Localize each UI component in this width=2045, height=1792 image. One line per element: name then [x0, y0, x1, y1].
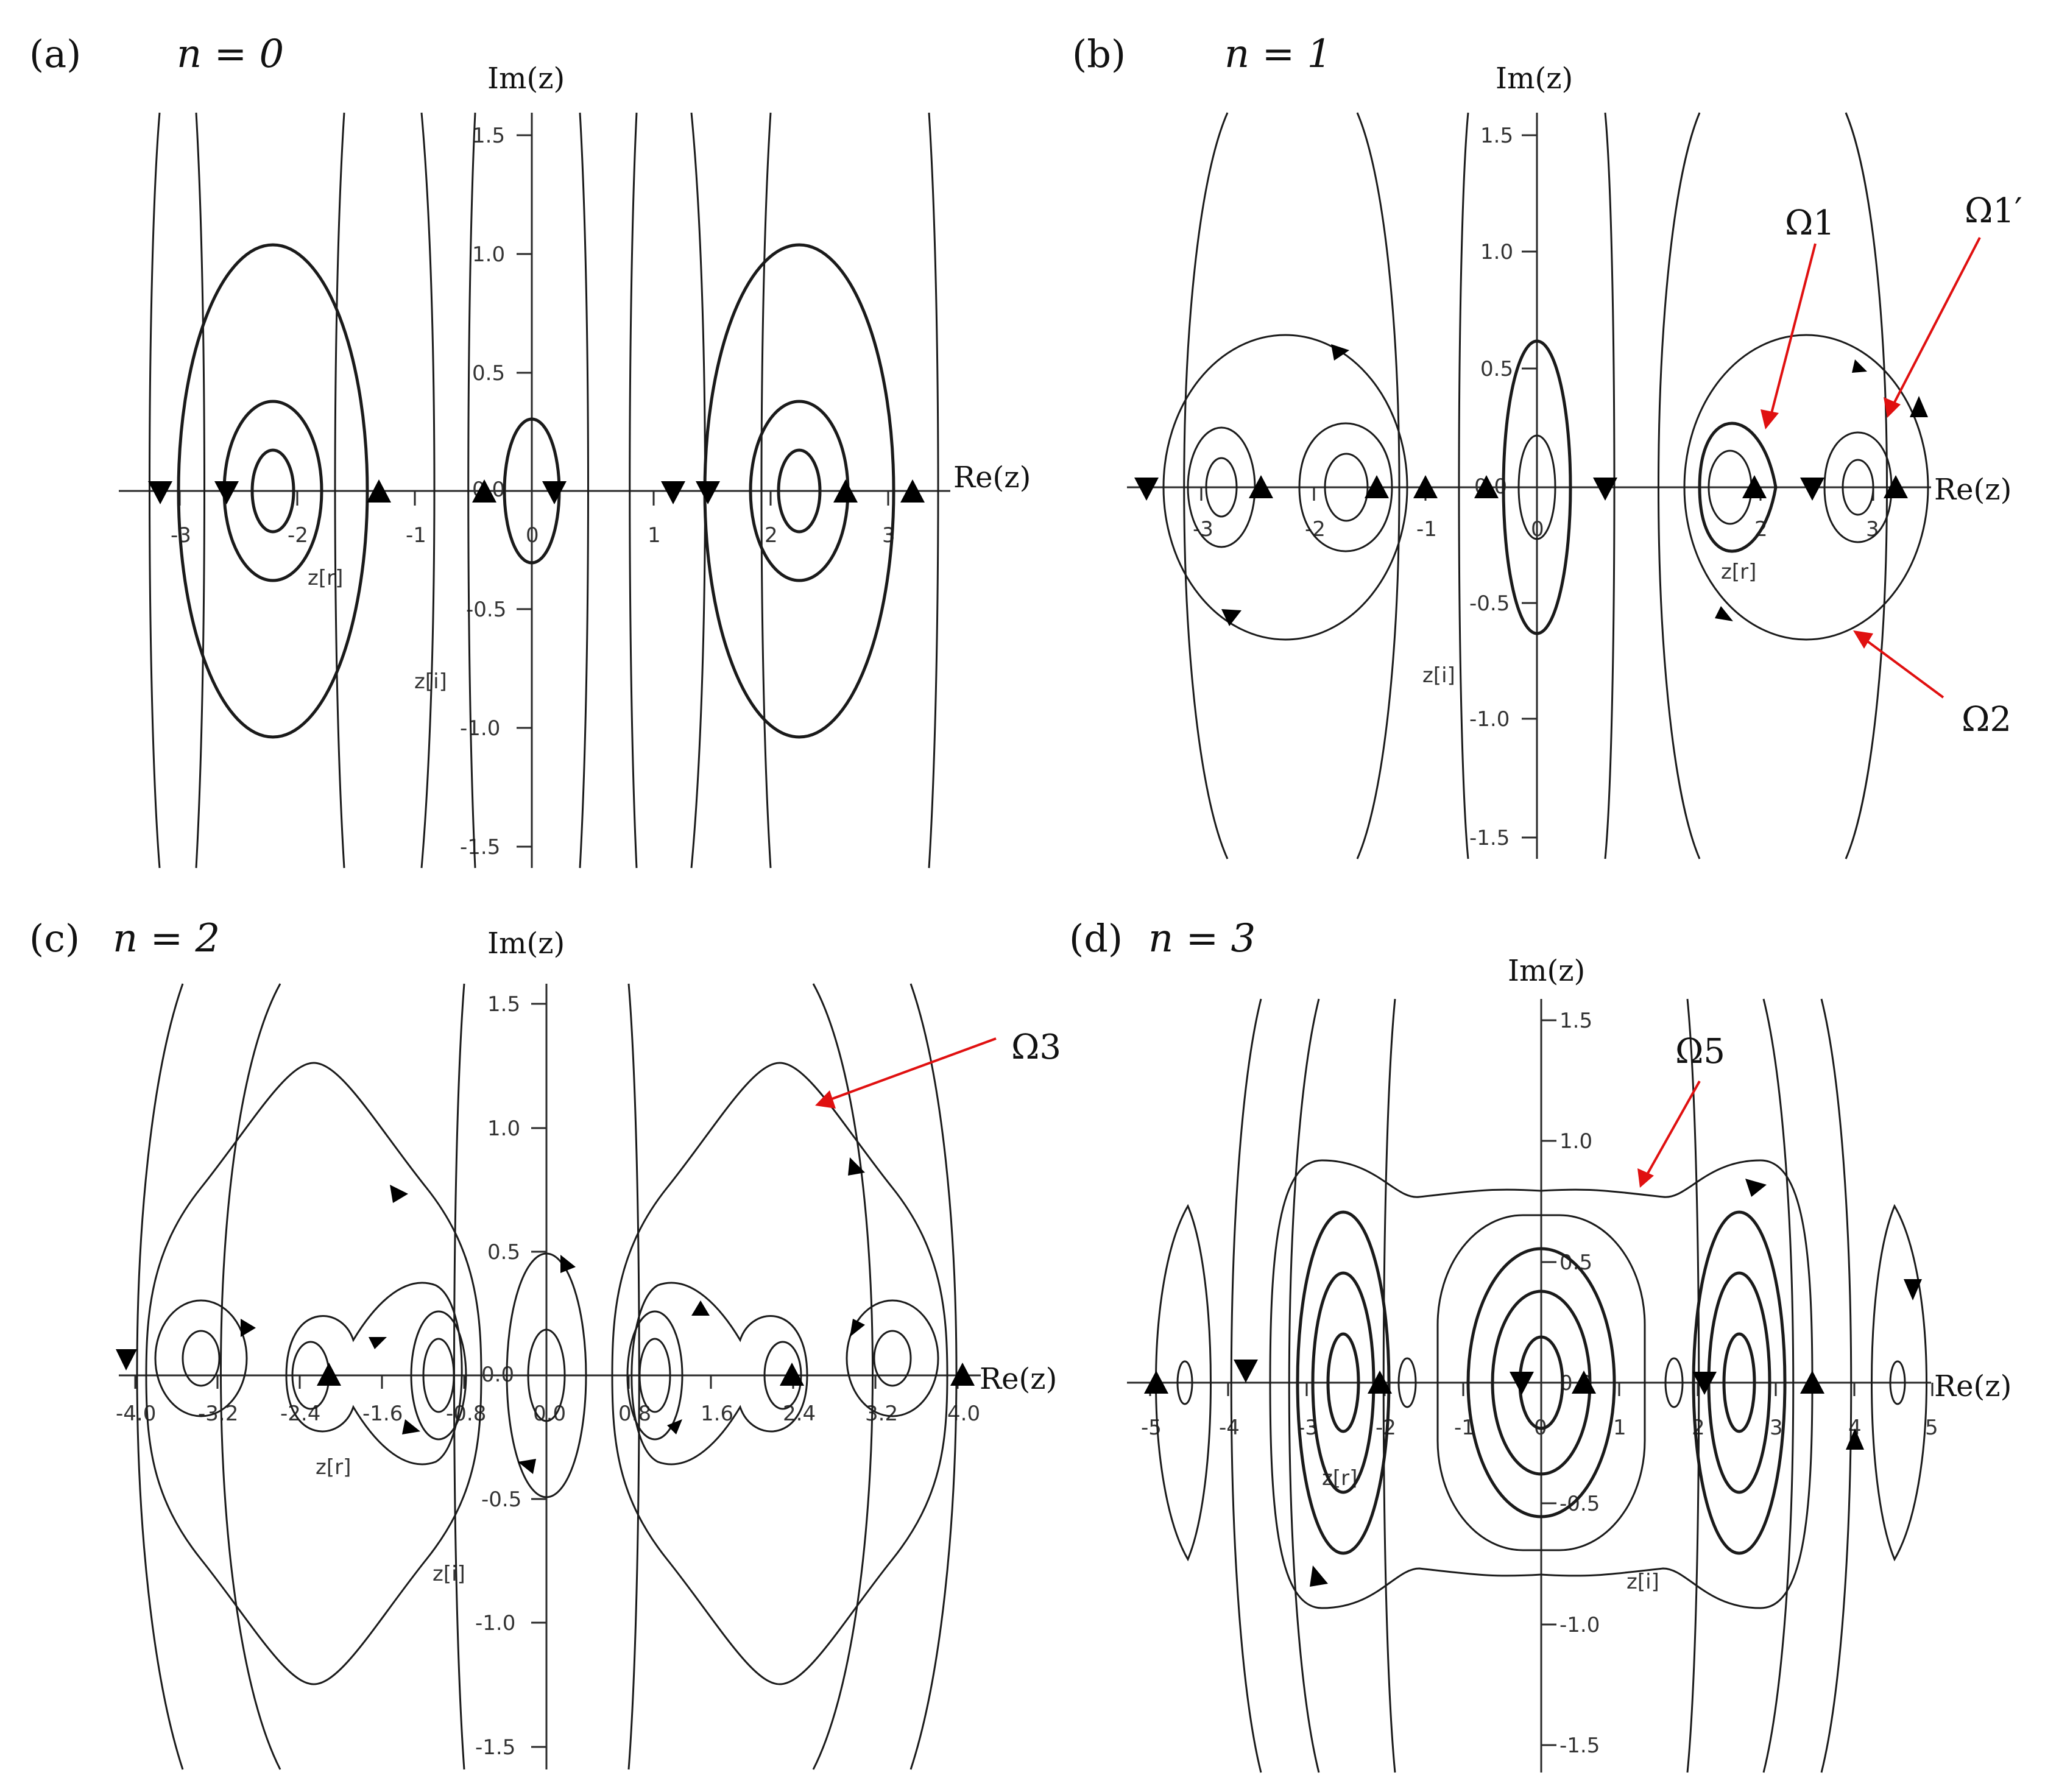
- panel-c-im-title: Im(z): [487, 926, 565, 961]
- panel-a-ytick: -1.0: [460, 716, 500, 741]
- panel-d-xtick: -4: [1219, 1416, 1240, 1440]
- panel-a-xtick: 2: [765, 523, 778, 548]
- panel-b-y-ticks: 1.5 1.0 0.5 0.0 -0.5 -1.0 -1.5: [1469, 124, 1537, 850]
- panel-a-label: (a): [29, 32, 81, 76]
- panel-a-re-title: Re(z): [953, 460, 1031, 495]
- panel-a-trajectories: [149, 112, 939, 869]
- panel-d-direction-markers: [1144, 1179, 1922, 1587]
- panel-c-re-title: Re(z): [980, 1362, 1057, 1396]
- panel-a-zr-label: z[r]: [308, 566, 343, 590]
- panel-d: (d) n = 3 Re(z) Im(z) 1.5 1.0 0.5 0.0 -0…: [1069, 916, 2011, 1773]
- panel-b-x-ticks: -3 -2 -1 0 2 3: [1193, 487, 1879, 541]
- panel-b-ytick: 1.5: [1480, 124, 1513, 148]
- panel-d-ytick: 1.0: [1559, 1129, 1592, 1154]
- omega2-label: Ω2: [1962, 700, 2011, 739]
- panel-a-ytick: 1.5: [472, 124, 505, 148]
- panel-c-xtick: -4.0: [116, 1402, 156, 1426]
- panel-b-annotations: Ω1 Ω1′ Ω2: [1761, 191, 2022, 739]
- panel-c-direction-markers: [116, 1157, 975, 1474]
- panel-b-ytick: -0.5: [1469, 591, 1510, 616]
- panel-c-n-label: n = 2: [113, 916, 220, 961]
- panel-c-xtick: 4.0: [947, 1402, 980, 1426]
- panel-b: (b) n = 1 Re(z) Im(z) 1.5 1.0 0.5 0.0 -0…: [1072, 32, 2022, 859]
- panel-c-annotations: Ω3: [815, 1028, 1061, 1109]
- panel-b-trajectories: [1162, 112, 1929, 859]
- panel-c-zi-label: z[i]: [433, 1562, 465, 1586]
- panel-b-label: (b): [1072, 32, 1126, 76]
- panel-b-ytick: -1.0: [1469, 707, 1510, 732]
- panel-a-x-ticks: -3 -2 -1 0 1 2 3: [171, 491, 895, 548]
- panel-a-xtick: 1: [648, 523, 661, 548]
- panel-c-ytick: -1.5: [475, 1735, 515, 1760]
- panel-a-xtick: -2: [288, 523, 308, 548]
- panel-b-zi-label: z[i]: [1422, 663, 1455, 688]
- panel-b-ytick: -1.5: [1469, 826, 1510, 850]
- panel-d-im-title: Im(z): [1508, 954, 1585, 988]
- panel-a: (a) n = 0 Re(z) Im(z) 1.5 1.0 0.5 0.0 -0…: [29, 32, 1031, 869]
- panel-b-n-label: n = 1: [1224, 32, 1332, 77]
- panel-a-ytick: 1.0: [472, 242, 505, 267]
- panel-a-ytick: 0.5: [472, 361, 505, 386]
- panel-b-ytick: 1.0: [1480, 240, 1513, 264]
- panel-d-ytick: -1.5: [1559, 1734, 1600, 1758]
- omega1-prime-label: Ω1′: [1965, 191, 2022, 231]
- panel-d-annotations: Ω5: [1637, 1032, 1725, 1188]
- panel-b-im-title: Im(z): [1496, 62, 1573, 96]
- panel-b-re-title: Re(z): [1934, 473, 2011, 507]
- panel-b-direction-markers: [1134, 344, 1928, 626]
- panel-c-label: (c): [29, 916, 80, 961]
- panel-d-label: (d): [1069, 916, 1123, 961]
- panel-c-ytick: -1.0: [475, 1611, 515, 1635]
- panel-b-xtick: -1: [1416, 517, 1437, 541]
- panel-c: (c) n = 2 Re(z) Im(z) 1.5 1.0 0.5 0.0 -0…: [29, 916, 1061, 1770]
- panel-c-trajectories: [136, 983, 958, 1770]
- panel-c-ytick: 0.5: [487, 1240, 520, 1265]
- panel-d-zi-label: z[i]: [1626, 1570, 1659, 1594]
- panel-d-re-title: Re(z): [1934, 1369, 2011, 1403]
- panel-a-direction-markers: [148, 479, 925, 504]
- panel-c-ytick: 0.0: [481, 1363, 514, 1387]
- panel-d-xtick: 5: [1925, 1416, 1938, 1440]
- panel-d-xtick: 3: [1770, 1416, 1783, 1440]
- panel-c-xtick: -1.6: [362, 1402, 403, 1426]
- panel-a-ytick: -1.5: [460, 835, 500, 859]
- panel-c-xtick: 1.6: [701, 1402, 733, 1426]
- panel-d-xtick: 1: [1613, 1416, 1626, 1440]
- panel-c-zr-label: z[r]: [316, 1455, 351, 1480]
- panel-a-xtick: 0: [526, 523, 539, 548]
- panel-d-ytick: 1.5: [1559, 1009, 1592, 1033]
- panel-a-y-ticks: 1.5 1.0 0.5 0.0 -0.5 -1.0 -1.5: [460, 124, 532, 859]
- panel-c-y-ticks: 1.5 1.0 0.5 0.0 -0.5 -1.0 -1.5: [475, 992, 546, 1760]
- panel-d-n-label: n = 3: [1148, 916, 1256, 961]
- panel-c-ytick: 1.5: [487, 992, 520, 1017]
- panel-a-im-title: Im(z): [487, 62, 565, 96]
- omega3-label: Ω3: [1011, 1028, 1061, 1067]
- panel-c-ytick: 1.0: [487, 1116, 520, 1141]
- panel-b-ytick: 0.5: [1480, 357, 1513, 381]
- panel-d-ytick: -1.0: [1559, 1613, 1600, 1637]
- panel-a-xtick: -1: [406, 523, 426, 548]
- panel-c-ytick: -0.5: [481, 1487, 521, 1512]
- panel-b-zr-label: z[r]: [1721, 560, 1756, 584]
- panel-c-x-ticks: -4.0 -3.2 -2.4 -1.6 -0.8 0.0 0.8 1.6 2.4…: [116, 1375, 980, 1426]
- panel-b-xtick: 0: [1531, 517, 1544, 541]
- omega1-label: Ω1: [1785, 203, 1835, 243]
- panel-a-n-label: n = 0: [177, 32, 284, 77]
- panel-a-ytick: -0.5: [466, 598, 506, 622]
- omega5-label: Ω5: [1675, 1032, 1725, 1071]
- panel-c-xtick: -3.2: [198, 1402, 238, 1426]
